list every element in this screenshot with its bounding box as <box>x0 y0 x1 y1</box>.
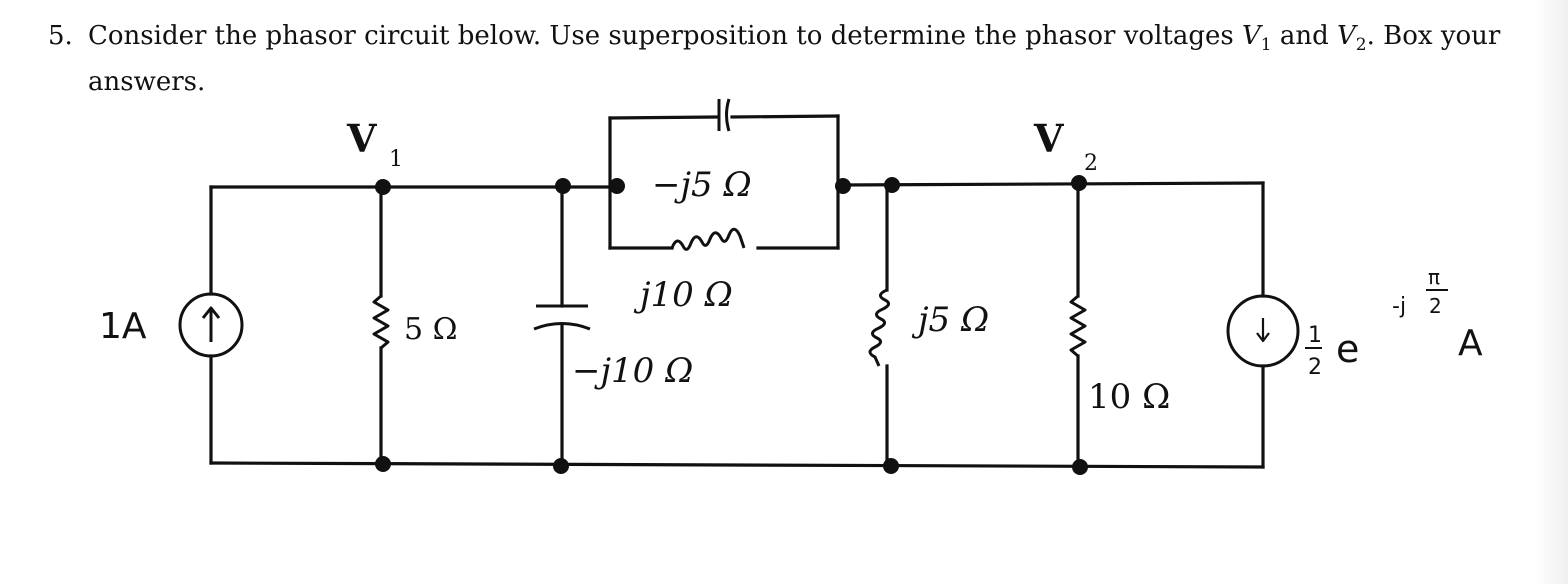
problem-text-line2: answers. <box>88 67 206 98</box>
resistor-10-ohm <box>1069 182 1087 469</box>
coef-numerator: 1 <box>1308 323 1322 348</box>
exp-prefix: -j <box>1392 294 1406 319</box>
c-series-label: −j5 Ω <box>652 165 752 205</box>
exp-denominator: 2 <box>1429 294 1442 318</box>
r-right-label: 10 Ω <box>1088 377 1170 417</box>
problem-statement: 5. Consider the phasor circuit below. Use… <box>48 18 1548 101</box>
junction-bottom <box>1072 459 1088 475</box>
l-series-label: j10 Ω <box>633 275 733 315</box>
coef-denominator: 2 <box>1308 355 1322 380</box>
arrow-up-icon <box>201 306 221 342</box>
v1-symbol: V <box>1241 21 1261 51</box>
junction-v2 <box>1071 175 1087 191</box>
junction-bottom <box>883 458 899 474</box>
c-shunt-label: −j10 Ω <box>572 351 693 391</box>
v2-subscript: 2 <box>1355 35 1367 56</box>
v2-symbol: V <box>1337 21 1356 51</box>
v1-subscript: 1 <box>1260 35 1272 56</box>
junction-top <box>609 178 625 194</box>
arrow-down-icon <box>1256 318 1270 343</box>
junction-v1 <box>375 179 391 195</box>
junction-bottom <box>375 456 391 472</box>
unit-label: A <box>1458 323 1483 364</box>
r-left-label: 5 Ω <box>404 312 458 347</box>
source-right-label: 1 2 e -j π 2 A <box>1305 265 1483 380</box>
node-v1-symbol: V <box>346 116 378 161</box>
node-v1-label: V 1 <box>346 116 403 172</box>
resistor-5-ohm <box>372 185 390 465</box>
junction-top <box>555 178 571 194</box>
capacitor-shunt <box>533 185 591 465</box>
current-source-1a <box>178 185 244 465</box>
top-wire-right <box>841 181 1265 187</box>
problem-text: Consider the phasor circuit below. Use s… <box>88 21 1234 51</box>
exp-base: e <box>1336 327 1359 371</box>
source-left-label: 1A <box>99 306 147 347</box>
series-parallel-block <box>608 98 840 251</box>
exp-numerator: π <box>1428 265 1440 289</box>
node-v2-label: V 2 <box>1033 116 1098 176</box>
junction-top <box>835 178 851 194</box>
current-source-right <box>1226 181 1300 469</box>
problem-number: 5. <box>48 21 73 51</box>
and-word: and <box>1279 21 1329 51</box>
problem-text-end: . Box your <box>1366 21 1501 51</box>
node-v2-symbol: V <box>1033 116 1065 161</box>
node-v1-subscript: 1 <box>389 147 403 172</box>
page-edge-shadow <box>1534 0 1568 584</box>
junction-bottom <box>553 458 569 474</box>
node-v2-subscript: 2 <box>1084 151 1098 176</box>
bottom-wire <box>209 461 1265 469</box>
junction-top <box>884 177 900 193</box>
l-shunt-label: j5 Ω <box>911 300 989 340</box>
junction-dots <box>375 175 1088 475</box>
inductor-shunt <box>868 183 890 467</box>
